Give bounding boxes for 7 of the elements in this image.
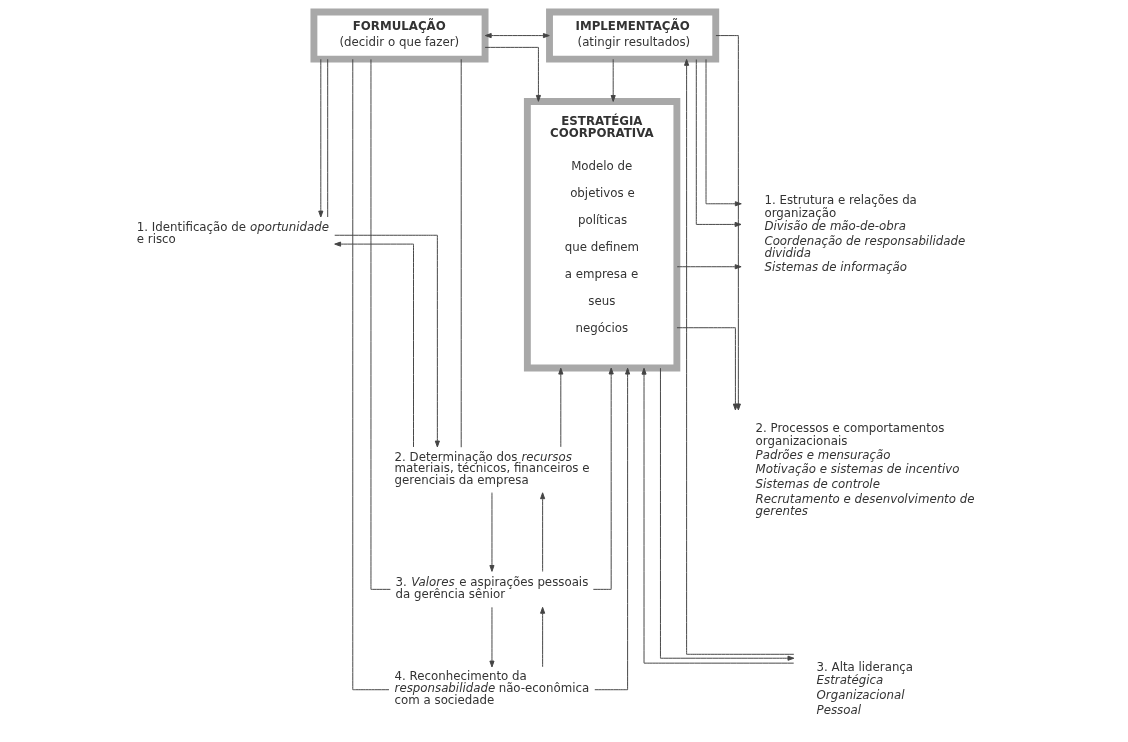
node-text: 4. Reconhecimento da responsabilidade não-econômica com a sociedade bbox=[394, 669, 589, 708]
node-text: 2. Determinação dos recursos materiais, técnicos, financeiros e gerenciais da empresa bbox=[394, 449, 590, 488]
node-text: 1. Identificação de oportunidade e risco bbox=[136, 220, 329, 247]
node-text: 3. Valores e aspirações pessoais da gerência sênior bbox=[395, 575, 588, 601]
node-text: 1. Estrutura e relações da organização Divisão de mão-de-obra Coordenação de responsabilidade dividida Sistemas de informação bbox=[763, 192, 965, 274]
node-text: 3. Alta liderança Estratégica Organizacional Pessoal bbox=[816, 659, 913, 717]
node-text: 2. Processos e comportamentos organizacionais Padrões e mensuração Motivação e sistemas de incentivo Sistemas de controle Recrutamento e desenvolvimento de gerentes bbox=[755, 421, 974, 518]
